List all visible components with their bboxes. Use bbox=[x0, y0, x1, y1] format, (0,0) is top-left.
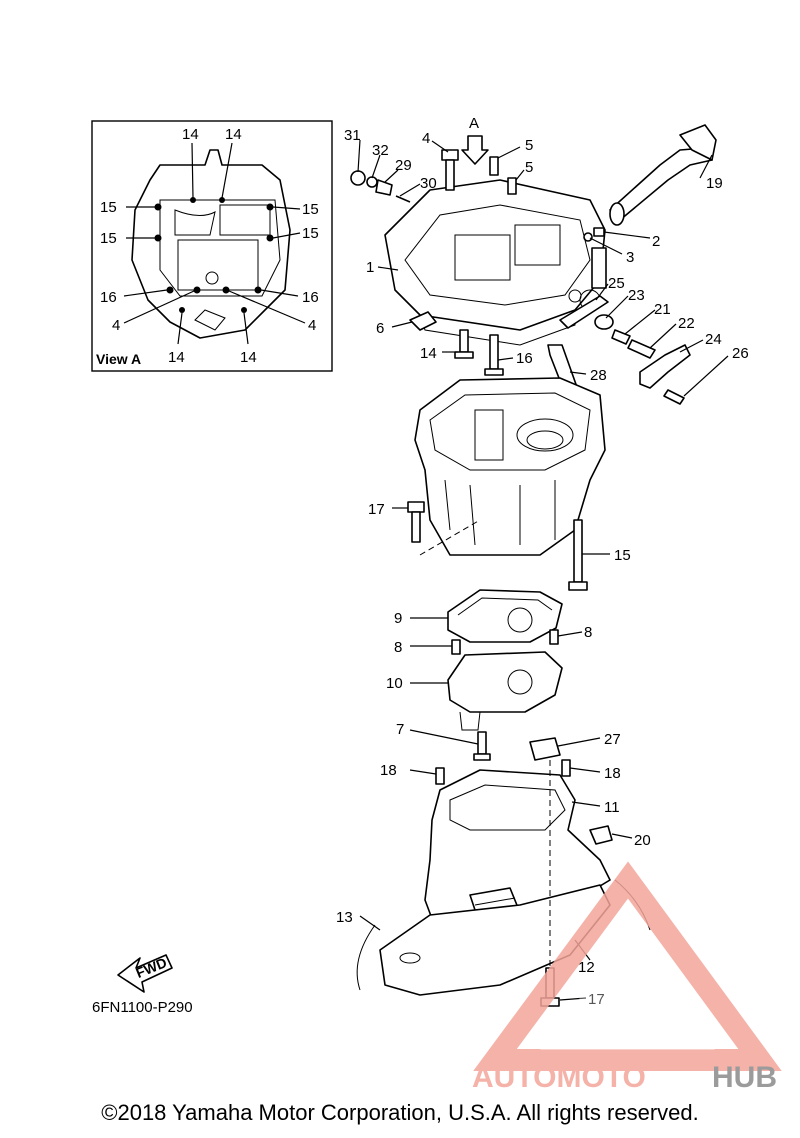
view-a-label-14-bottom-left: 14 bbox=[168, 349, 185, 366]
callout-labels: A 31 32 29 30 4 5 5 19 2 3 1 25 23 21 22… bbox=[336, 115, 749, 1008]
callout-20: 20 bbox=[634, 832, 651, 849]
callout-24: 24 bbox=[705, 331, 722, 348]
callout-3: 3 bbox=[626, 249, 634, 266]
view-a-label-4-left: 4 bbox=[112, 317, 120, 334]
callout-8-right: 8 bbox=[584, 624, 592, 641]
callout-27: 27 bbox=[604, 731, 621, 748]
callout-18-left: 18 bbox=[380, 762, 397, 779]
callout-8-left: 8 bbox=[394, 639, 402, 656]
callout-17-upper: 17 bbox=[368, 501, 385, 518]
callout-6: 6 bbox=[376, 320, 384, 337]
view-a-label-15-right-lower: 15 bbox=[302, 225, 319, 242]
callout-28: 28 bbox=[590, 367, 607, 384]
view-a-label-15-right-upper: 15 bbox=[302, 201, 319, 218]
callout-16: 16 bbox=[516, 350, 533, 367]
view-a-label-16-right: 16 bbox=[302, 289, 319, 306]
callout-9: 9 bbox=[394, 610, 402, 627]
callout-21: 21 bbox=[654, 301, 671, 318]
view-a-label-14-top-left: 14 bbox=[182, 126, 199, 143]
callout-18-right: 18 bbox=[604, 765, 621, 782]
callout-5-upper: 5 bbox=[525, 137, 533, 154]
callout-17-lower: 17 bbox=[588, 991, 605, 1008]
callout-1: 1 bbox=[366, 259, 374, 276]
callout-13: 13 bbox=[336, 909, 353, 926]
view-a-label-14-top-right: 14 bbox=[225, 126, 242, 143]
callout-2: 2 bbox=[652, 233, 660, 250]
watermark-text-automoto: AUTOMOTO bbox=[472, 1061, 646, 1094]
callout-11: 11 bbox=[604, 799, 620, 816]
callout-31: 31 bbox=[344, 127, 361, 144]
automotohub-watermark: AUTOMOTO HUB bbox=[472, 861, 782, 1094]
callout-25: 25 bbox=[608, 275, 625, 292]
callout-15: 15 bbox=[614, 547, 631, 564]
leader-lines bbox=[357, 139, 729, 1001]
fwd-arrow: FWD bbox=[117, 954, 173, 993]
callout-32: 32 bbox=[372, 142, 389, 159]
callout-30: 30 bbox=[420, 175, 437, 192]
callout-29: 29 bbox=[395, 157, 412, 174]
view-a-title: View A bbox=[96, 351, 141, 367]
gasket-and-plate bbox=[447, 589, 563, 761]
view-a-label-14-bottom-right: 14 bbox=[240, 349, 257, 366]
callout-4: 4 bbox=[422, 130, 430, 147]
view-a-label-15-left-lower: 15 bbox=[100, 230, 117, 247]
view-a-inset: 14 14 15 15 15 15 16 16 4 4 14 14 View A bbox=[91, 120, 333, 372]
callout-12: 12 bbox=[578, 959, 595, 976]
watermark-text-hub: HUB bbox=[712, 1061, 777, 1094]
lower-casing bbox=[356, 737, 651, 1007]
copyright-notice: ©2018 Yamaha Motor Corporation, U.S.A. A… bbox=[101, 1100, 699, 1125]
callout-26: 26 bbox=[732, 345, 749, 362]
view-a-label-16-left: 16 bbox=[100, 289, 117, 306]
exhaust-guide-assembly bbox=[350, 124, 717, 405]
part-code: 6FN1100-P290 bbox=[92, 999, 193, 1016]
view-a-label-15-left-upper: 15 bbox=[100, 199, 117, 216]
callout-10: 10 bbox=[386, 675, 403, 692]
arrow-a-label: A bbox=[469, 115, 479, 132]
callout-22: 22 bbox=[678, 315, 695, 332]
watermark-triangle-icon bbox=[473, 861, 782, 1071]
view-a-label-4-right: 4 bbox=[308, 317, 316, 334]
callout-23: 23 bbox=[628, 287, 645, 304]
callout-14: 14 bbox=[420, 345, 437, 362]
callout-7: 7 bbox=[396, 721, 404, 738]
callout-5-lower: 5 bbox=[525, 159, 533, 176]
upper-case bbox=[407, 377, 606, 591]
callout-19: 19 bbox=[706, 175, 723, 192]
